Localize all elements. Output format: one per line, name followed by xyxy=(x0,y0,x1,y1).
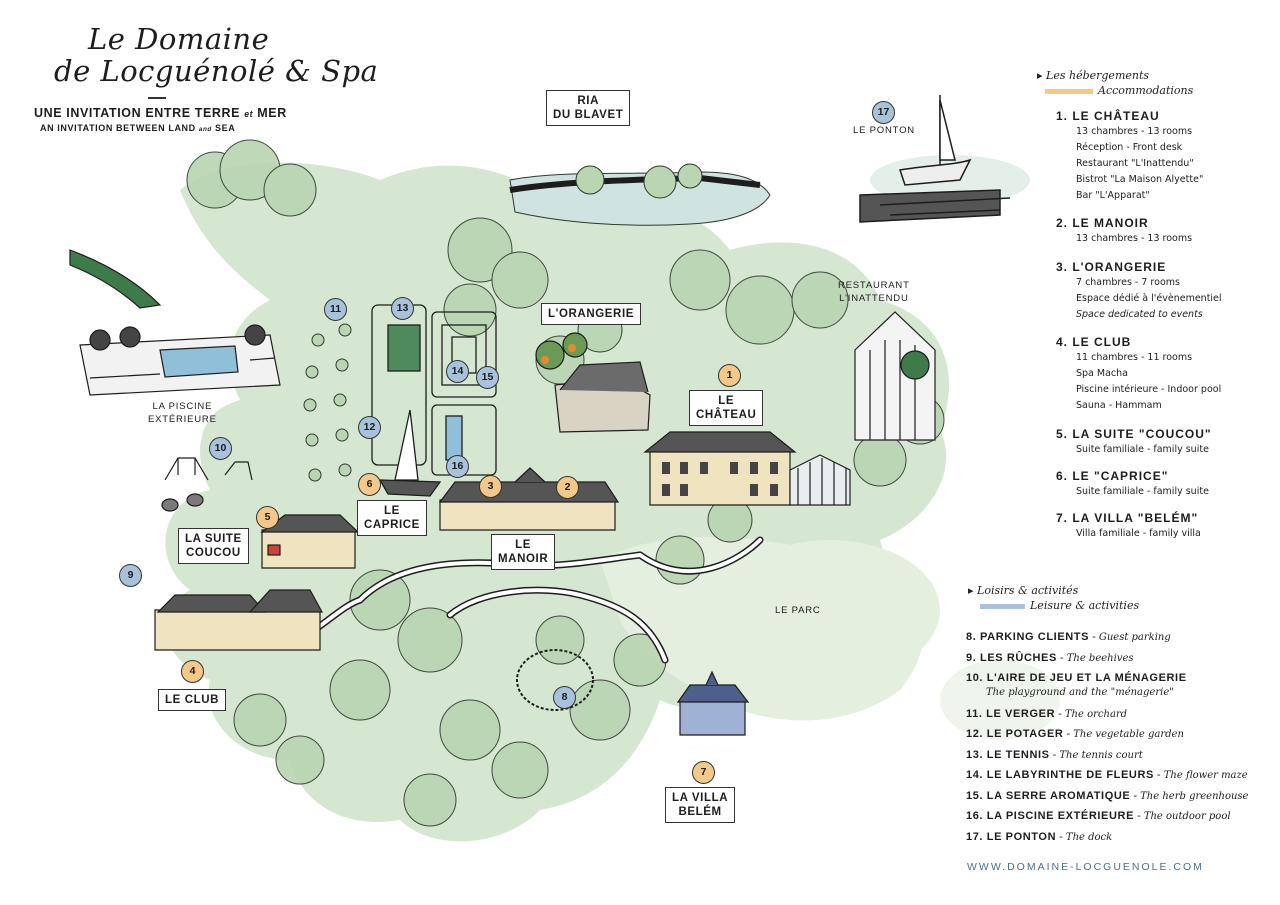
leisure-entry-13: 13. LE TENNIS - The tennis court xyxy=(966,749,1143,761)
marker-14[interactable]: 14 xyxy=(446,360,469,383)
estate-title-line2: de Locguénolé & Spa xyxy=(54,54,379,88)
tagline-english: AN INVITATION BETWEEN LAND and SEA xyxy=(40,123,235,133)
leisure-entry-11: 11. LE VERGER - The orchard xyxy=(966,708,1128,720)
legend-leisure-heading-en: Leisure & activities xyxy=(1030,599,1140,612)
suite-coucou-building xyxy=(260,514,360,569)
label-manoir: LE MANOIR xyxy=(491,534,556,570)
tagline-en-part1: AN INVITATION BETWEEN LAND xyxy=(40,123,196,133)
label-ponton: LE PONTON xyxy=(853,125,915,136)
orangerie-building xyxy=(535,332,651,433)
accommodation-entry-1: 1. LE CHÂTEAU 13 chambres - 13 rooms Réc… xyxy=(1056,109,1204,201)
leisure-entry-16: 16. LA PISCINE EXTÉRIEURE - The outdoor … xyxy=(966,810,1231,822)
marker-15[interactable]: 15 xyxy=(476,366,499,389)
legend-accommodations-swatch xyxy=(1045,89,1093,94)
marker-5[interactable]: 5 xyxy=(256,506,279,529)
accommodation-entry-5: 5. LA SUITE "COUCOU" Suite familiale - f… xyxy=(1056,427,1212,455)
label-ria-du-blavet: RIA DU BLAVET xyxy=(546,90,631,126)
marker-9[interactable]: 9 xyxy=(119,564,142,587)
accommodation-entry-6: 6. LE "CAPRICE" Suite familiale - family… xyxy=(1056,469,1209,497)
legend-accommodations-heading-fr: ▸ Les hébergements xyxy=(1037,69,1150,82)
playground-illustration xyxy=(161,457,253,512)
label-piscine: LA PISCINE EXTÉRIEURE xyxy=(148,401,217,425)
leisure-entry-17: 17. LE PONTON - The dock xyxy=(966,831,1113,843)
marker-7[interactable]: 7 xyxy=(692,761,715,784)
orchard-illustration xyxy=(303,323,352,482)
restaurant-greenhouse xyxy=(854,311,936,441)
tagline-fr-small: et xyxy=(244,109,254,119)
label-caprice: LE CAPRICE xyxy=(357,500,427,536)
marker-10[interactable]: 10 xyxy=(209,437,232,460)
legend-leisure-swatch xyxy=(980,604,1025,609)
accommodation-entry-4: 4. LE CLUB 11 chambres - 11 rooms Spa Ma… xyxy=(1056,335,1222,411)
leisure-entry-15: 15. LA SERRE AROMATIQUE - The herb green… xyxy=(966,790,1249,802)
label-parc: LE PARC xyxy=(775,605,821,616)
leisure-entry-8: 8. PARKING CLIENTS - Guest parking xyxy=(966,631,1171,643)
pontoon-illustration xyxy=(859,95,1030,223)
marker-6[interactable]: 6 xyxy=(358,473,381,496)
marker-13[interactable]: 13 xyxy=(391,297,414,320)
label-chateau: LE CHÂTEAU xyxy=(689,390,764,426)
marker-17[interactable]: 17 xyxy=(872,101,895,124)
label-villa-belem: LA VILLA BELÉM xyxy=(665,787,736,823)
label-suite-coucou: LA SUITE COUCOU xyxy=(178,528,249,564)
website-link[interactable]: WWW.DOMAINE-LOCGUENOLE.COM xyxy=(967,861,1204,873)
accommodation-entry-2: 2. LE MANOIR 13 chambres - 13 rooms xyxy=(1056,216,1193,244)
accommodation-entry-7: 7. LA VILLA "BELÉM" Villa familiale - fa… xyxy=(1056,511,1201,539)
marker-11[interactable]: 11 xyxy=(324,298,347,321)
label-club: LE CLUB xyxy=(158,689,227,711)
leisure-entry-14: 14. LE LABYRINTHE DE FLEURS - The flower… xyxy=(966,769,1248,781)
marker-1[interactable]: 1 xyxy=(718,364,741,387)
tagline-french: UNE INVITATION ENTRE TERRE et MER xyxy=(34,106,287,120)
marker-16[interactable]: 16 xyxy=(446,455,469,478)
label-restaurant: RESTAURANT L'INATTENDU xyxy=(838,280,910,304)
leisure-entry-9: 9. LES RÛCHES - The beehives xyxy=(966,652,1134,664)
marker-4[interactable]: 4 xyxy=(181,660,204,683)
tagline-en-part2: SEA xyxy=(214,123,236,133)
tagline-fr-part1: UNE INVITATION ENTRE TERRE xyxy=(34,106,241,120)
label-orangerie: L'ORANGERIE xyxy=(541,303,642,325)
tagline-en-small: and xyxy=(198,126,212,133)
marker-12[interactable]: 12 xyxy=(358,416,381,439)
title-divider xyxy=(148,97,166,99)
legend-accommodations-heading-en: Accommodations xyxy=(1098,84,1194,97)
club-building xyxy=(154,589,324,651)
chateau-building xyxy=(643,431,851,506)
villa-belem-building xyxy=(676,670,750,736)
gardens-illustration xyxy=(371,304,497,497)
estate-title-line1: Le Domaine xyxy=(88,22,270,56)
marker-8[interactable]: 8 xyxy=(553,686,576,709)
legend-leisure-heading-fr: ▸ Loisirs & activités xyxy=(968,584,1079,597)
marker-2[interactable]: 2 xyxy=(556,476,579,499)
marker-3[interactable]: 3 xyxy=(479,475,502,498)
parking-loop xyxy=(516,649,594,711)
river-blavet xyxy=(509,163,771,226)
leisure-entry-12: 12. LE POTAGER - The vegetable garden xyxy=(966,728,1184,740)
tree-canopies xyxy=(186,139,945,827)
outdoor-pool-illustration xyxy=(69,249,281,396)
accommodation-entry-3: 3. L'ORANGERIE 7 chambres - 7 rooms Espa… xyxy=(1056,260,1222,320)
tagline-fr-part2: MER xyxy=(257,106,287,120)
